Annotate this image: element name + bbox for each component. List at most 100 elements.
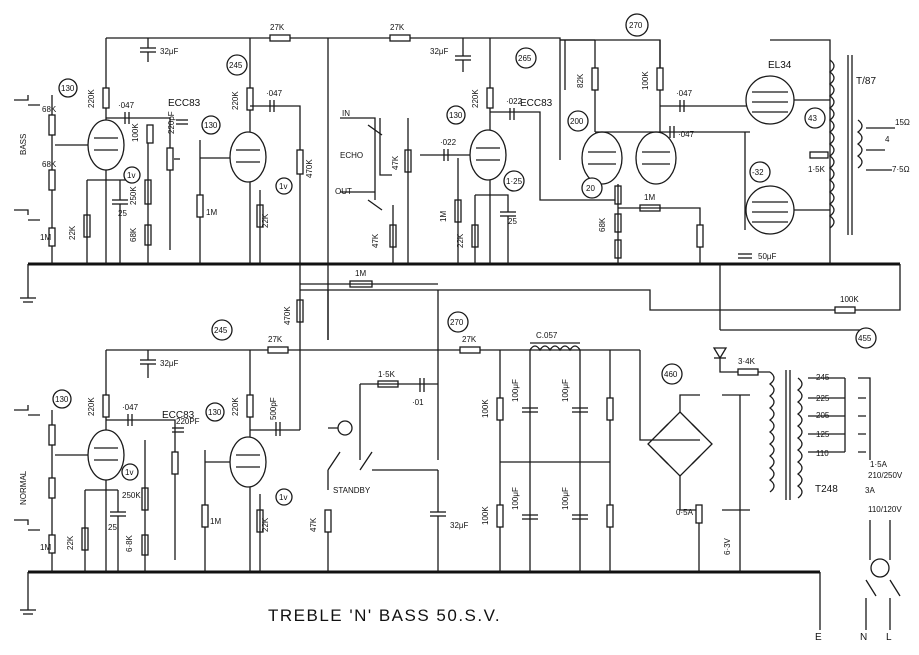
c047-lower-label: ·047	[122, 403, 139, 412]
r15k-a-label: 1·5K	[808, 165, 826, 174]
r47k-standby-label: 47K	[309, 517, 318, 532]
normal-input-label: NORMAL	[19, 470, 28, 505]
v265-label: 265	[518, 54, 532, 63]
c047-b-label: ·047	[266, 89, 283, 98]
c047-a-label: ·047	[118, 101, 135, 110]
choke-label: C.057	[536, 331, 558, 340]
tube-ecc83-c-label: ECC83	[520, 98, 553, 109]
heater-winding	[722, 394, 750, 572]
v130d-label: 130	[55, 395, 69, 404]
bass-pot-lower-label: 250K	[122, 491, 141, 500]
v1c-label: 1v	[125, 468, 133, 477]
r68k-d-label: 68K	[598, 217, 607, 232]
voltage-125	[503, 170, 525, 192]
r100k-a-label: 100K	[131, 123, 140, 142]
voltage-20	[581, 177, 603, 199]
r47k-b-label: 47K	[371, 233, 380, 248]
r1m-d-label: 1M	[644, 193, 655, 202]
v125-label: 1·25	[506, 177, 523, 186]
voltage-130-d	[52, 389, 72, 409]
voltage-130-e	[205, 402, 225, 422]
v130b-label: 130	[204, 121, 218, 130]
v130e-label: 130	[208, 408, 222, 417]
c047-d-label: ·047	[678, 130, 695, 139]
c50mf-label: 50μF	[758, 252, 777, 261]
line-v-label: 210/250V	[868, 471, 903, 480]
echo-out-label: OUT	[335, 187, 352, 196]
c100mf-d-label: 100μF	[561, 487, 570, 510]
voltage-130-c	[446, 105, 466, 125]
v245a-label: 245	[229, 61, 243, 70]
vneg32-label: -32	[752, 168, 764, 177]
tube-ecc83-b-label: ECC83	[162, 410, 195, 421]
resistor-220k-d	[102, 394, 110, 418]
voltage-1v-b	[275, 177, 293, 195]
v1b-label: 1v	[279, 182, 287, 191]
capacitor-25-b	[500, 211, 516, 217]
resistor-27k-upper-a	[269, 34, 291, 42]
capacitor-01	[419, 378, 425, 392]
r1m-normal-label: 1M	[40, 543, 51, 552]
c220pf-label: 220pF	[167, 111, 176, 134]
voltage-selector[interactable]	[858, 377, 871, 460]
capacitor-220pf-lower	[172, 427, 184, 433]
v200-label: 200	[570, 117, 584, 126]
hv-rail-lower	[105, 264, 860, 460]
mains-switch[interactable]	[865, 520, 901, 597]
r27k-a-label: 27K	[270, 23, 285, 32]
c047-c-label: ·047	[676, 89, 693, 98]
c32c-label: 32μF	[160, 359, 179, 368]
r100k-filter-b-label: 100K	[481, 506, 490, 525]
bass-input-label: BASS	[19, 134, 28, 155]
r220k-d-label: 220K	[87, 397, 96, 416]
r22k-c-label: 22K	[456, 233, 465, 248]
treble-pot-lower	[171, 451, 179, 475]
v1a-label: 1v	[127, 171, 135, 180]
tube-el34-upper	[745, 75, 795, 125]
tube-el34-lower	[745, 185, 795, 235]
c25-b-label: 25	[508, 217, 517, 226]
v130a-label: 130	[61, 84, 75, 93]
capacitor-50uf	[738, 253, 752, 259]
c32b-label: 32μF	[430, 47, 449, 56]
standby-switch[interactable]	[327, 451, 438, 490]
r22k-d-label: 22K	[66, 535, 75, 550]
capacitor-25-lower	[110, 511, 126, 517]
r68k-a-label: 68K	[42, 105, 57, 114]
r68k-b-label: 68K	[42, 160, 57, 169]
rectifier-bridge	[647, 394, 713, 511]
v63-label: 6·3V	[723, 537, 732, 555]
tube-ecc83-a-label: ECC83	[168, 98, 201, 109]
r22k-a-label: 22K	[68, 225, 77, 240]
c25-lower-label: 25	[108, 523, 117, 532]
resistor-68k-bass-a	[48, 114, 56, 136]
output-transformer	[828, 55, 863, 235]
resistor-68k-normal-b	[48, 477, 56, 499]
tap-110-label: 110	[816, 449, 829, 458]
resistor-100k-filter-d	[606, 504, 614, 528]
c022b-label: ·022	[506, 97, 523, 106]
capacitor-100uf-b	[522, 514, 538, 520]
resistor-68k-bass-b	[48, 169, 56, 191]
tube-ecc83-v2b	[581, 131, 623, 185]
resistor-100k-nfb	[834, 306, 856, 314]
r15k-b-label: 1·5K	[378, 370, 396, 379]
voltage-265	[515, 47, 537, 69]
resistor-100k-filter-a	[496, 397, 504, 421]
volume-pot-a	[196, 194, 204, 218]
resistor-220k-b	[246, 87, 254, 111]
capacitor-100uf-a	[522, 407, 538, 413]
r470k-a-label: 470K	[305, 159, 314, 178]
r220k-b-label: 220K	[231, 91, 240, 110]
r100k-filter-a-label: 100K	[481, 399, 490, 418]
resistor-100k-filter-b	[496, 504, 504, 528]
voltage-130-b	[201, 115, 221, 135]
tube-ecc83-v2a	[469, 129, 507, 181]
v1d-label: 1v	[279, 493, 287, 502]
resistor-1m-normal	[48, 534, 56, 554]
resistor-82k	[591, 67, 599, 91]
r1m-c-label: 1M	[439, 211, 448, 222]
v460-label: 460	[664, 370, 678, 379]
speaker-4-label: 4	[885, 135, 890, 144]
